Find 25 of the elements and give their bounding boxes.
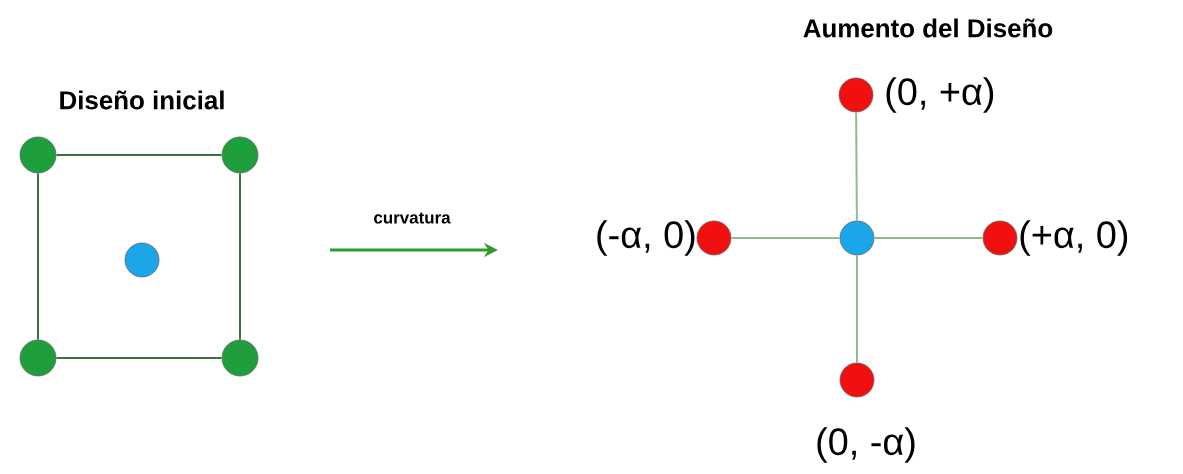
point-circle [839, 362, 875, 398]
point-circle [982, 220, 1018, 256]
point-circle [221, 136, 259, 174]
connector-line [873, 237, 984, 239]
point-circle [19, 339, 57, 377]
connector-line [730, 237, 841, 239]
connector-line [55, 154, 223, 156]
coordinate-label: (0, -α) [817, 427, 915, 463]
point-circle [221, 339, 259, 377]
connector-line [55, 357, 223, 359]
connector-line [239, 172, 241, 341]
heading: Diseño inicial [60, 90, 224, 110]
coordinate-label: (+α, 0) [1020, 220, 1128, 256]
connector-line [856, 254, 858, 364]
point-circle [839, 220, 875, 256]
point-circle [19, 136, 57, 174]
coordinate-label: (0, +α) [886, 77, 994, 113]
point-circle [838, 77, 874, 113]
connector-line [37, 172, 39, 341]
connector-line [855, 111, 858, 222]
point-circle [696, 220, 732, 256]
arrow-label: curvatura [374, 212, 451, 224]
point-circle [124, 242, 160, 278]
coordinate-label: (-α, 0) [597, 220, 695, 256]
heading: Aumento del Diseño [803, 18, 1053, 38]
